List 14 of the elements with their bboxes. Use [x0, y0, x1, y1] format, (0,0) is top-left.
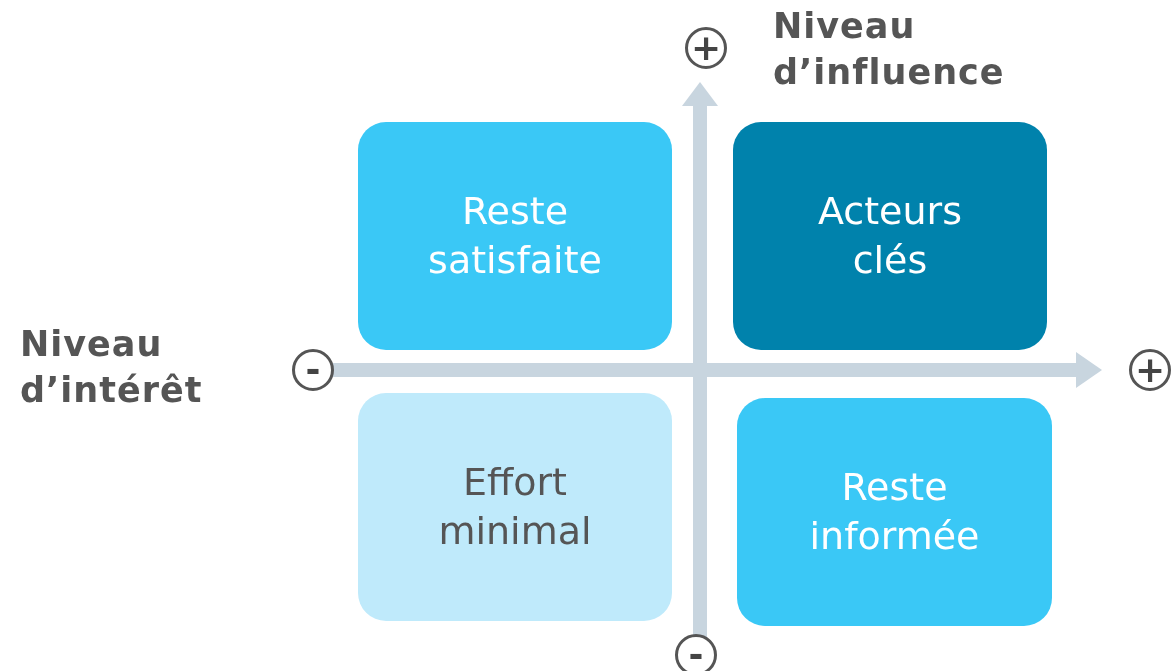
quadrant-label: Acteurs clés — [817, 188, 963, 284]
quadrant-label: Reste informée — [808, 464, 981, 560]
quadrant-label: Effort minimal — [437, 459, 593, 555]
axis-title: Niveau d’influence — [773, 5, 1006, 94]
sign-circle: - — [675, 634, 717, 671]
axis-title: Niveau d’intérêt — [20, 323, 204, 412]
quadrant-box — [737, 398, 1052, 626]
quadrant-box — [358, 122, 672, 350]
quadrant-box — [733, 122, 1047, 350]
sign-circle: - — [292, 349, 334, 391]
sign-circle: + — [685, 27, 727, 69]
quadrant-label: Reste satisfaite — [427, 188, 603, 284]
sign-circle: + — [1129, 349, 1171, 391]
quadrant-box — [358, 393, 672, 621]
